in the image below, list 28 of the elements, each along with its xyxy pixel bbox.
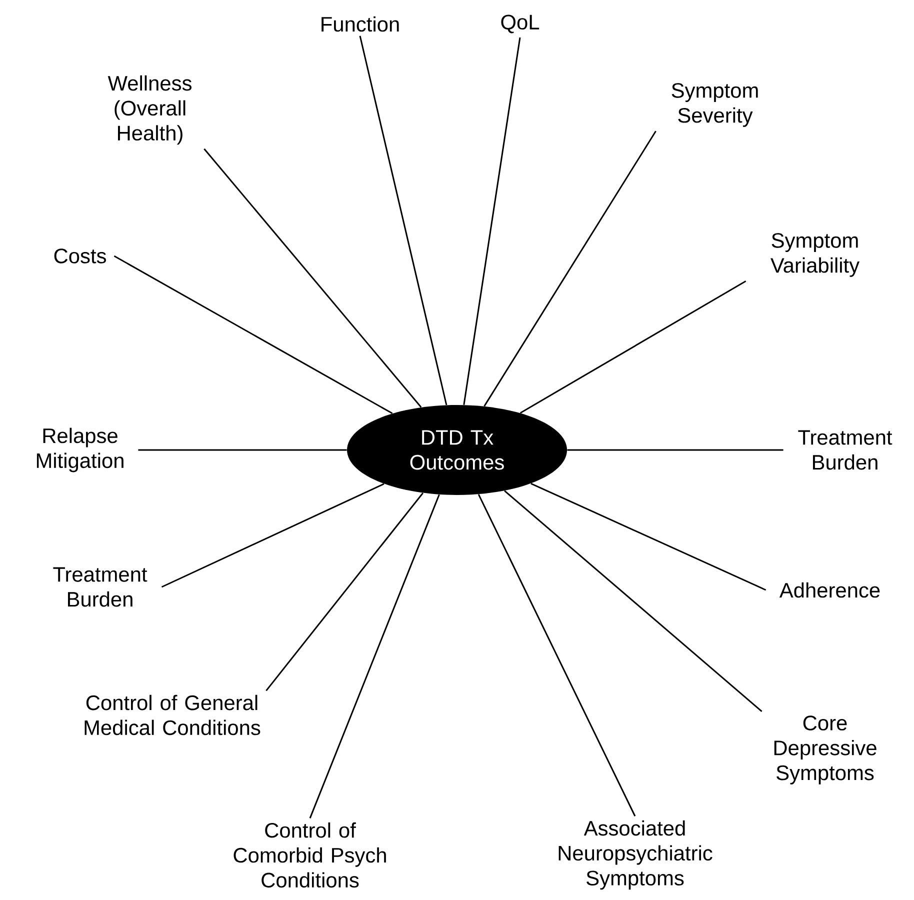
outcome-label: Control of General Medical Conditions — [84, 694, 260, 736]
outcome-label: Control of Comorbid Psych Conditions — [234, 822, 386, 888]
connector-line — [520, 280, 746, 414]
connector-line — [484, 130, 656, 407]
connector-line — [478, 494, 636, 816]
connector-line — [266, 492, 424, 692]
connector-line — [114, 255, 393, 414]
outcome-label: Costs — [54, 248, 106, 264]
connector-line — [504, 490, 762, 712]
outcome-label: Treatment Burden — [53, 567, 148, 607]
connector-line — [567, 449, 784, 451]
connector-line — [530, 482, 766, 591]
connector-line — [204, 148, 422, 408]
outcome-label: QoL — [501, 14, 540, 34]
connector-line — [161, 483, 384, 588]
outcome-label: Adherence — [779, 582, 880, 598]
outcome-label: Core Depressive Symptoms — [774, 716, 876, 784]
connector-line — [138, 449, 347, 451]
connector-line — [359, 36, 448, 406]
outcome-label: Function — [322, 16, 399, 32]
outcome-label: Symptom Severity — [672, 83, 758, 127]
outcome-label: Symptom Variability — [770, 233, 860, 277]
outcome-label: Wellness (Overall Health) — [108, 75, 192, 145]
outcome-label: Treatment Burden — [798, 430, 892, 470]
connector-line — [463, 37, 521, 405]
outcome-label: Associated Neuropsychiatric Symptoms — [558, 820, 712, 890]
connector-line — [309, 494, 440, 818]
outcome-label: Relapse Mitigation — [36, 428, 124, 472]
